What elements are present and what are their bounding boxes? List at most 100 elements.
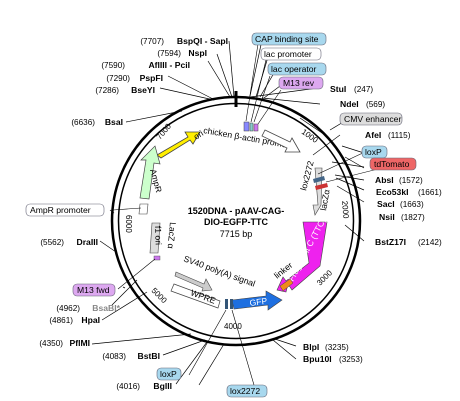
site-bspqi-pos: (7707) [140,37,164,46]
site-absi: AbsI (1572) [375,175,423,185]
badge-m13-rev: M13 rev [278,76,324,90]
tick-2000: 2000 [340,200,351,219]
badge-ampr-promoter-text: AmpR promoter [30,205,91,215]
ampr-feature [139,145,161,200]
tick-3000: 3000 [315,268,334,287]
site-bsabi: (4962) BsaBI* [56,303,120,313]
site-pflmi: (4350) PflMI [39,338,90,348]
badge-loxp-top: loxP [361,145,388,159]
site-hpai-pos: (4861) [49,316,73,325]
badge-m13-rev-text: M13 rev [283,78,315,88]
site-bstz17i-name: BstZ17I [375,237,406,247]
badge-cap-text: CAP binding site [255,34,319,44]
linker-feature [279,278,294,292]
badge-cap-binding-site: CAP binding site [251,32,327,46]
m13rev-block [253,123,259,132]
site-bsabi-pos: (4962) [56,304,80,313]
site-draiii-pos: (5562) [40,238,64,247]
site-ndei-pos: (569) [366,100,385,109]
site-bglii-pos: (4016) [116,382,140,391]
site-eco53ki: Eco53kI (1661) [376,187,442,197]
plasmid-name-line1: 1520DNA - pAAV-CAG- [188,206,285,216]
site-draiii: (5562) DraIII [40,237,98,247]
laczalpha-right-label: lacZα [318,189,332,212]
badge-lac-promoter-text: lac promoter [264,49,312,59]
site-ndei: NdeI (569) [340,99,385,109]
site-bseyi-pos: (7286) [95,86,119,95]
site-bglii: (4016) BglII [116,381,172,391]
site-eco53ki-name: Eco53kI [376,187,409,197]
site-bsai-name: BsaI [105,117,123,127]
site-stui: StuI (247) [330,84,373,94]
site-bpu10i: Bpu10I (3253) [303,354,363,364]
fragment-c-feature [276,221,328,293]
tick-5000: 5000 [150,286,169,305]
site-bstbi-pos: (4083) [102,352,126,361]
badge-ampr-promoter: AmpR promoter [25,203,105,217]
tick-6000: 6000 [124,215,133,233]
f1-ori-feature [149,222,161,254]
laczalpha-left-label: LacZ α [166,222,178,249]
tick-4000: 4000 [224,322,242,331]
site-eco53ki-pos: (1661) [418,188,442,197]
cap-site-block [243,121,250,132]
site-draiii-name: DraIII [77,237,99,247]
site-saci-pos: (1663) [400,200,424,209]
site-bpu10i-name: Bpu10I [303,354,332,364]
site-bseyi-name: BseYI [131,85,155,95]
badge-lox2272-bottom-text: lox2272 [230,386,260,396]
tdtomato-marker [315,183,328,190]
badge-m13-fwd-text: M13 fwd [77,285,110,295]
badge-lox2272-bottom: lox2272 [226,384,268,398]
loxp-bottom-block [225,299,228,309]
site-saci: SacI (1663) [377,199,424,209]
site-pflmi-name: PflMI [69,338,90,348]
site-afliii-name: AflIII - PciI [148,60,190,70]
site-bseyi: (7286) BseYI [95,85,155,95]
site-bsai: (6636) BsaI [71,117,123,127]
site-blpi-name: BlpI [303,342,319,352]
badge-loxp-top-text: loxP [365,147,382,157]
badge-m13-fwd: M13 fwd [72,283,116,297]
plasmid-name-line2: DIO-EGFP-TTC [204,217,268,227]
plasmid-size: 7715 bp [220,229,253,239]
site-stui-name: StuI [330,84,346,94]
site-bpu10i-pos: (3253) [339,355,363,364]
wpre-feature [170,283,221,309]
site-bspqi-sapi: (7707) BspQI - SapI [140,36,228,46]
site-bspqi-name: BspQI - SapI [177,36,228,46]
site-nspi-name: NspI [188,48,207,58]
badge-cmv-text: CMV enhancer [344,114,401,124]
badge-lac-operator-text: lac operator [271,64,317,74]
chicken-promoter-feature [261,129,301,153]
badge-lac-promoter: lac promoter [260,47,322,61]
site-bstz17i: BstZ17I (2142) [375,237,442,247]
site-nspi: (7594) NspI [157,48,207,58]
ampr-promoter-feature [138,203,149,215]
badge-cmv-enhancer: CMV enhancer [339,112,403,126]
ori-label: ori [192,128,206,142]
badge-tdtomato-text: tdTomato [374,159,410,169]
site-absi-pos: (1572) [399,176,423,185]
lac-operator-block [249,122,254,132]
site-bsai-pos: (6636) [71,118,95,127]
site-bstz17i-pos: (2142) [418,238,442,247]
loxp-marker [313,176,325,183]
site-hpai-name: HpaI [81,315,100,325]
left-leader-lines [91,40,235,386]
badge-loxp-bottom: loxP [156,367,182,381]
site-hpai: (4861) HpaI [49,315,100,325]
ori-feature [156,131,201,159]
site-stui-pos: (247) [354,85,373,94]
site-blpi-pos: (3235) [325,343,349,352]
sv40-feature [174,271,213,292]
m13fwd-block [153,255,161,261]
site-saci-name: SacI [377,199,395,209]
site-blpi: BlpI (3235) [303,342,349,352]
site-nsii: NsiI (1827) [379,212,425,222]
site-bstbi: (4083) BstBI [102,351,160,361]
f1-ori-label: f1 ori [153,226,164,246]
site-afei: AfeI (1115) [365,130,411,140]
site-afliii-pos: (7590) [101,61,125,70]
